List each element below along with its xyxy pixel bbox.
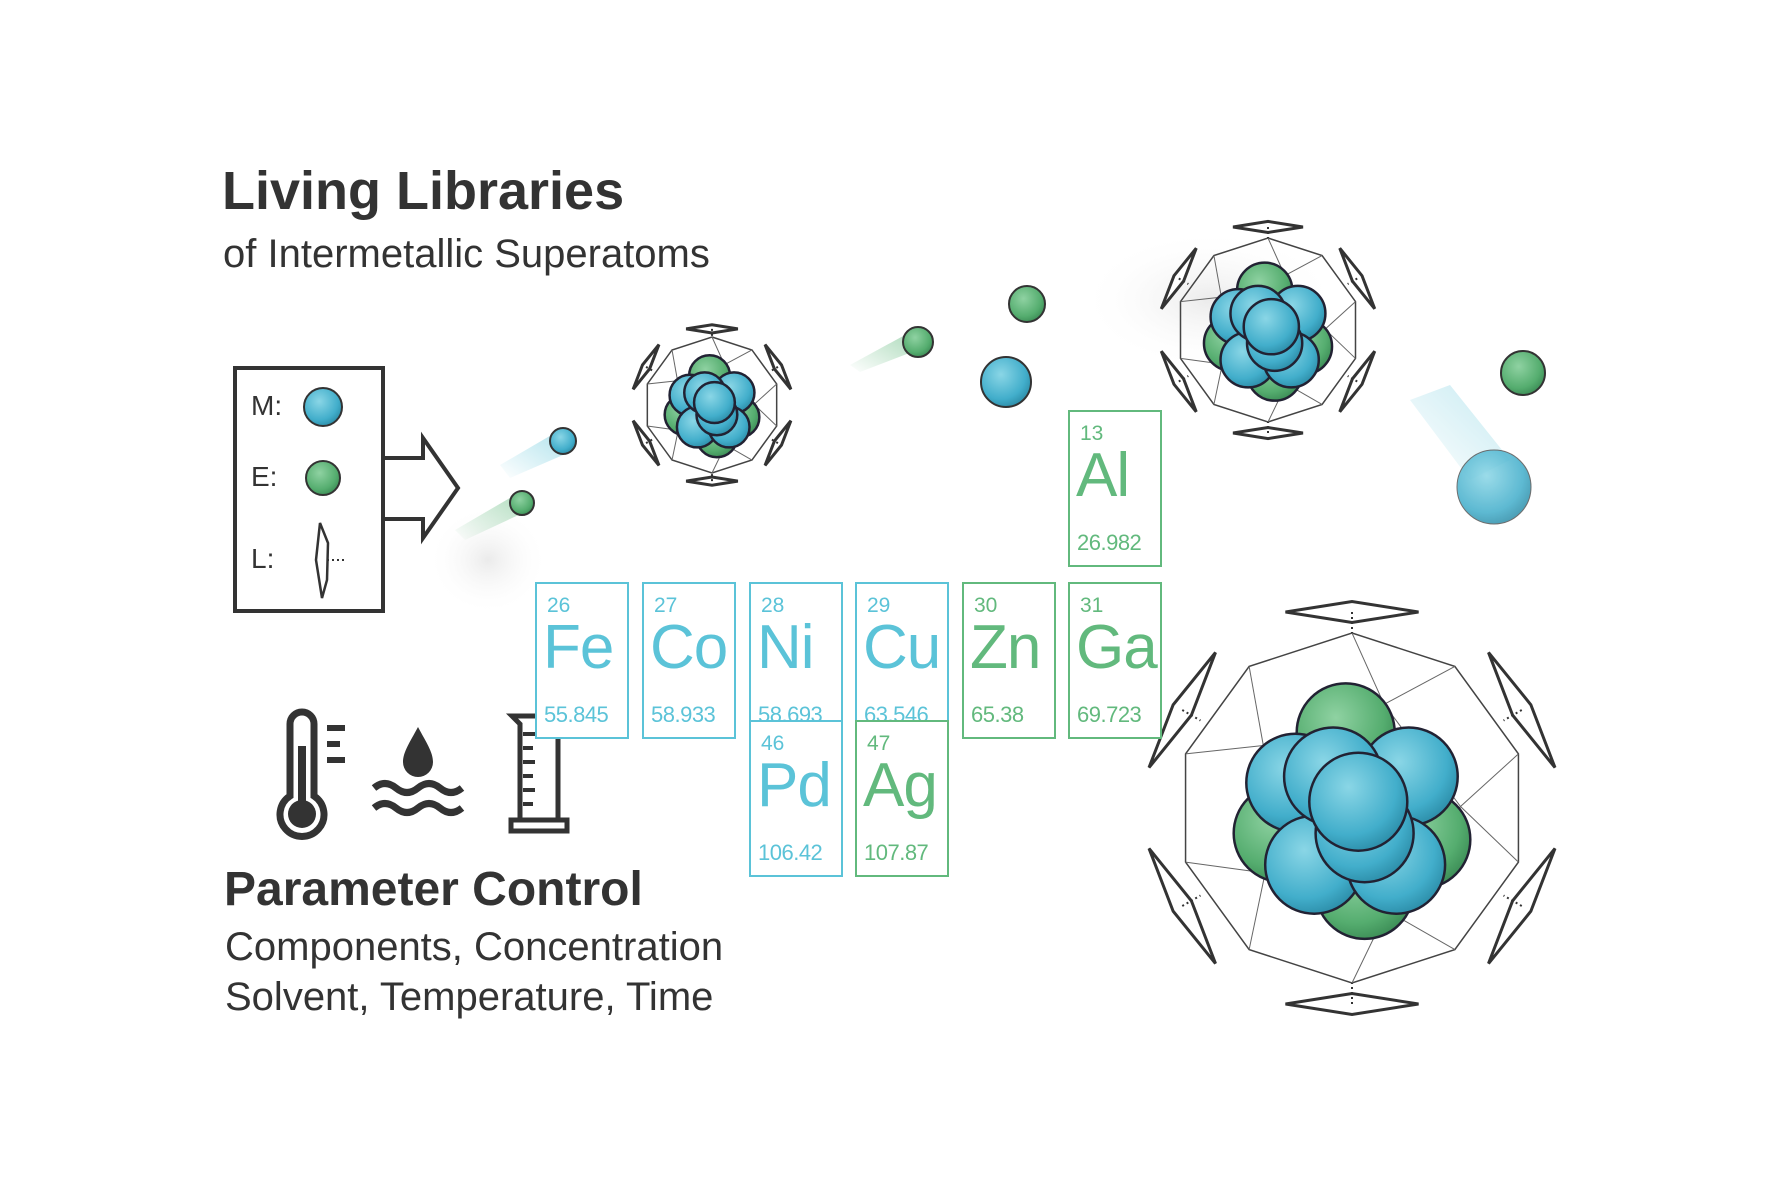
element-symbol: Co [650, 613, 728, 682]
element-atom-icon [305, 460, 341, 496]
parameter-line-1: Components, Concentration [225, 925, 724, 969]
element-number: 31 [1080, 594, 1104, 617]
element-number: 26 [547, 594, 571, 617]
element-atom [509, 490, 535, 516]
right-arrow-icon [381, 431, 461, 545]
element-number: 47 [867, 732, 891, 755]
page-subtitle: of Intermetallic Superatoms [223, 232, 710, 276]
element-atom [902, 326, 934, 358]
element-atom [1008, 285, 1046, 323]
element-number: 28 [761, 594, 785, 617]
element-number: 13 [1080, 422, 1104, 445]
parameter-line-2: Solvent, Temperature, Time [225, 975, 714, 1019]
ligand-icon [631, 419, 661, 467]
legend-label-metal: M: [251, 390, 283, 421]
ligand-icon [314, 522, 345, 599]
small-superatom-cluster [631, 323, 793, 487]
metal-atom [549, 427, 577, 455]
legend-label-element: E: [251, 461, 278, 492]
element-number: 30 [974, 594, 998, 617]
metal-atom [980, 356, 1032, 408]
element-mass: 58.933 [651, 702, 716, 727]
medium-superatom-cluster [1159, 219, 1377, 441]
solvent-drop-icon [371, 727, 465, 816]
element-symbol: Ga [1076, 613, 1158, 682]
element-symbol: Fe [543, 613, 614, 682]
legend-label-ligand: L: [251, 543, 275, 574]
thermometer-icon [276, 708, 345, 840]
element-mass: 69.723 [1077, 702, 1142, 727]
metal-atom [1456, 449, 1532, 525]
element-symbol: Pd [757, 751, 832, 820]
ligand-icon [763, 419, 793, 467]
element-mass: 26.982 [1077, 530, 1142, 555]
element-symbol: Cu [863, 613, 941, 682]
large-superatom-cluster [1147, 599, 1557, 1017]
element-symbol: Ni [757, 613, 815, 682]
superatom-clusters [631, 219, 1557, 1017]
element-symbol: Ag [863, 751, 938, 820]
page-title: Living Libraries [222, 161, 625, 221]
element-number: 46 [761, 732, 785, 755]
element-symbol: Al [1076, 441, 1130, 510]
ligand-icon [631, 343, 661, 391]
element-mass: 55.845 [544, 702, 609, 727]
ligand-icon [1232, 219, 1304, 234]
ligand-icon [763, 343, 793, 391]
parameter-control-title: Parameter Control [224, 863, 643, 916]
element-mass: 65.38 [971, 702, 1024, 727]
metal-atom-icon [303, 387, 343, 427]
element-mass: 106.42 [758, 840, 823, 865]
element-mass: 107.87 [864, 840, 929, 865]
element-symbol: Zn [970, 613, 1041, 682]
element-atom [1500, 350, 1546, 396]
element-number: 29 [867, 594, 891, 617]
element-number: 27 [654, 594, 678, 617]
